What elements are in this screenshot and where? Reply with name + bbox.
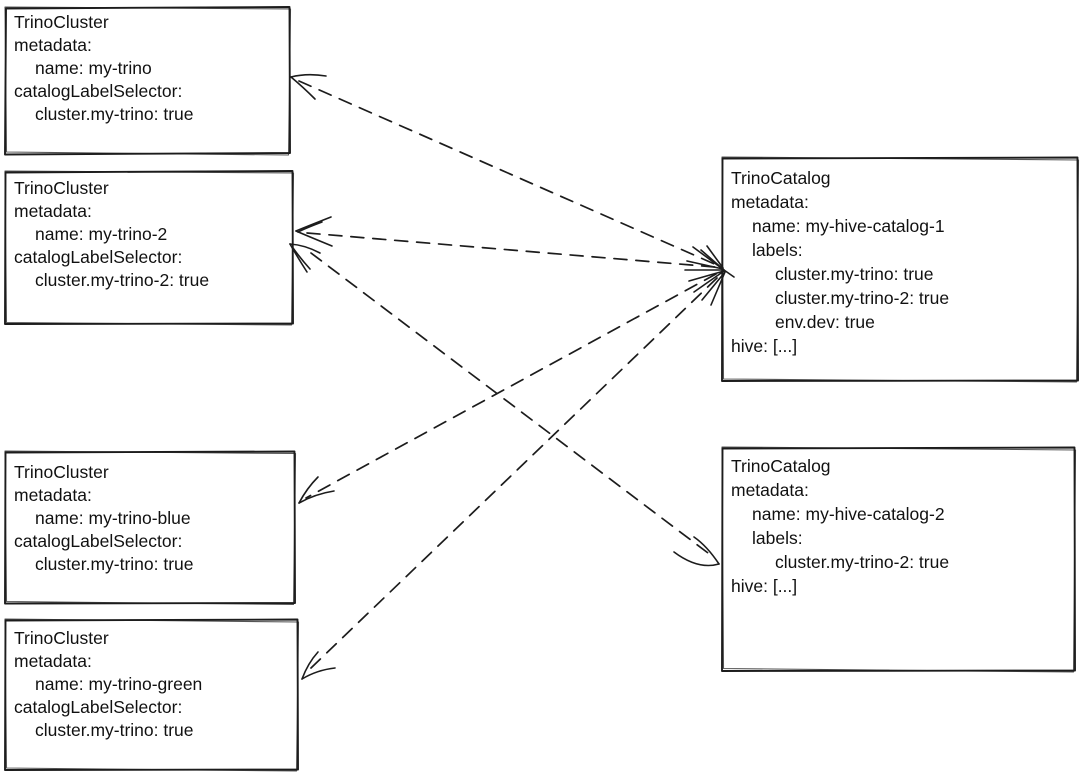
arrowhead-stroke bbox=[298, 490, 335, 504]
box-border-my-trino bbox=[4, 6, 292, 156]
yaml-line-metadata: metadata: bbox=[14, 485, 92, 505]
yaml-line-name: name: my-trino-green bbox=[35, 674, 203, 694]
yaml-line-kind: TrinoCluster bbox=[14, 628, 109, 648]
yaml-line-name: name: my-hive-catalog-1 bbox=[752, 216, 945, 236]
edge-catalog1-my-trino-blue bbox=[305, 273, 717, 499]
yaml-line-selector: catalogLabelSelector: bbox=[14, 697, 183, 717]
arrowhead-into-catalog2 bbox=[673, 536, 720, 567]
box-border-my-trino-2-stroke bbox=[4, 170, 294, 325]
yaml-line-kind: TrinoCatalog bbox=[731, 456, 831, 476]
box-border-my-hive-catalog-1-echo bbox=[721, 156, 1080, 383]
arrowhead-stroke bbox=[673, 551, 720, 567]
arrowhead-into-my-trino-2-from-catalog2 bbox=[289, 243, 321, 273]
arrowhead-stroke bbox=[295, 216, 332, 232]
arrowhead-stroke bbox=[723, 269, 735, 278]
box-border-my-hive-catalog-1-stroke bbox=[721, 156, 1079, 382]
arrowhead-stroke bbox=[693, 270, 725, 293]
arrowhead-stroke bbox=[297, 221, 323, 233]
yaml-line-label: env.dev: true bbox=[775, 312, 875, 332]
box-border-my-hive-catalog-2 bbox=[721, 446, 1077, 673]
yaml-line-selector-label: cluster.my-trino: true bbox=[35, 720, 194, 740]
box-border-my-hive-catalog-2-echo bbox=[721, 446, 1077, 673]
trinocluster-box-my-trino-2: TrinoCluster metadata: name: my-trino-2 … bbox=[5, 172, 293, 329]
box-border-my-trino-echo bbox=[4, 6, 292, 156]
arrowhead-stroke bbox=[301, 667, 336, 680]
arrowhead-stroke bbox=[701, 271, 726, 301]
box-border-my-trino-blue-stroke bbox=[4, 450, 296, 605]
edge-catalog1-my-trino-green bbox=[310, 277, 718, 669]
edge-catalog2-my-trino-2 bbox=[310, 252, 713, 557]
box-border-my-hive-catalog-2-stroke bbox=[721, 446, 1076, 672]
yaml-line-labels: labels: bbox=[752, 528, 803, 548]
box-border-my-trino-green-stroke bbox=[4, 618, 299, 771]
box-border-my-trino-2 bbox=[4, 170, 295, 326]
arrowhead-stroke bbox=[693, 536, 720, 565]
arrowhead-stroke bbox=[289, 243, 308, 273]
arrowhead-into-my-trino-2-from-catalog1 bbox=[295, 216, 333, 247]
arrowhead-stroke bbox=[686, 260, 724, 270]
yaml-line-selector: catalogLabelSelector: bbox=[14, 531, 183, 551]
yaml-line-metadata: metadata: bbox=[14, 201, 92, 221]
trinocluster-box-my-trino: TrinoCluster metadata: name: my-trino ca… bbox=[5, 9, 290, 157]
arrowhead-fan-into-catalog1 bbox=[684, 245, 735, 306]
arrowhead-stroke bbox=[700, 249, 725, 271]
trinocatalog-box-my-hive-catalog-1: TrinoCatalog metadata: name: my-hive-cat… bbox=[722, 158, 1078, 389]
yaml-line-kind: TrinoCluster bbox=[14, 462, 109, 482]
yaml-line-metadata: metadata: bbox=[14, 651, 92, 671]
yaml-line-metadata: metadata: bbox=[731, 480, 809, 500]
arrowhead-stroke bbox=[710, 271, 726, 306]
yaml-line-kind: TrinoCluster bbox=[14, 178, 109, 198]
yaml-line-hive: hive: [...] bbox=[731, 576, 798, 596]
yaml-line-name: name: my-hive-catalog-2 bbox=[752, 504, 945, 524]
box-border-my-trino-blue-echo bbox=[4, 450, 297, 606]
arrowhead-stroke bbox=[688, 270, 725, 282]
arrowhead-stroke bbox=[301, 651, 319, 680]
box-border-my-trino-stroke bbox=[4, 6, 291, 156]
arrowhead-stroke bbox=[292, 247, 311, 270]
arrowhead-stroke bbox=[290, 73, 327, 78]
arrowhead-stroke bbox=[706, 245, 724, 269]
yaml-line-hive: hive: [...] bbox=[731, 336, 798, 356]
arrowhead-into-my-trino bbox=[290, 73, 327, 100]
yaml-line-selector-label: cluster.my-trino: true bbox=[35, 554, 194, 574]
trinocatalog-box-my-hive-catalog-2: TrinoCatalog metadata: name: my-hive-cat… bbox=[722, 448, 1075, 677]
yaml-line-selector: catalogLabelSelector: bbox=[14, 81, 183, 101]
yaml-line-name: name: my-trino-blue bbox=[35, 508, 191, 528]
yaml-line-label: cluster.my-trino-2: true bbox=[775, 552, 950, 572]
arrowhead-into-my-trino-blue bbox=[298, 476, 335, 504]
yaml-line-name: name: my-trino-2 bbox=[35, 224, 168, 244]
yaml-line-label: cluster.my-trino-2: true bbox=[775, 288, 950, 308]
yaml-line-selector-label: cluster.my-trino-2: true bbox=[35, 270, 210, 290]
box-border-my-hive-catalog-1 bbox=[721, 156, 1080, 383]
arrowhead-into-my-trino-green bbox=[301, 651, 336, 680]
trinocluster-box-my-trino-blue: TrinoCluster metadata: name: my-trino-bl… bbox=[5, 452, 295, 612]
arrowhead-stroke bbox=[298, 476, 319, 504]
yaml-line-labels: labels: bbox=[752, 240, 803, 260]
box-border-my-trino-green bbox=[4, 618, 300, 772]
edge-catalog1-my-trino-2 bbox=[306, 232, 716, 268]
yaml-line-kind: TrinoCluster bbox=[14, 12, 109, 32]
yaml-line-label: cluster.my-trino: true bbox=[775, 264, 934, 284]
yaml-line-selector-label: cluster.my-trino: true bbox=[35, 104, 194, 124]
yaml-line-metadata: metadata: bbox=[731, 192, 809, 212]
arrowhead-stroke bbox=[289, 243, 321, 254]
yaml-line-name: name: my-trino bbox=[35, 58, 152, 78]
yaml-line-selector: catalogLabelSelector: bbox=[14, 247, 183, 267]
box-border-my-trino-blue bbox=[4, 450, 297, 606]
yaml-line-kind: TrinoCatalog bbox=[731, 168, 831, 188]
yaml-line-metadata: metadata: bbox=[14, 35, 92, 55]
trinocluster-box-my-trino-green: TrinoCluster metadata: name: my-trino-gr… bbox=[5, 620, 298, 775]
arrowhead-stroke bbox=[290, 76, 316, 100]
box-border-my-trino-green-echo bbox=[4, 618, 300, 772]
edge-catalog1-my-trino bbox=[298, 80, 720, 267]
box-border-my-trino-2-echo bbox=[4, 170, 295, 326]
